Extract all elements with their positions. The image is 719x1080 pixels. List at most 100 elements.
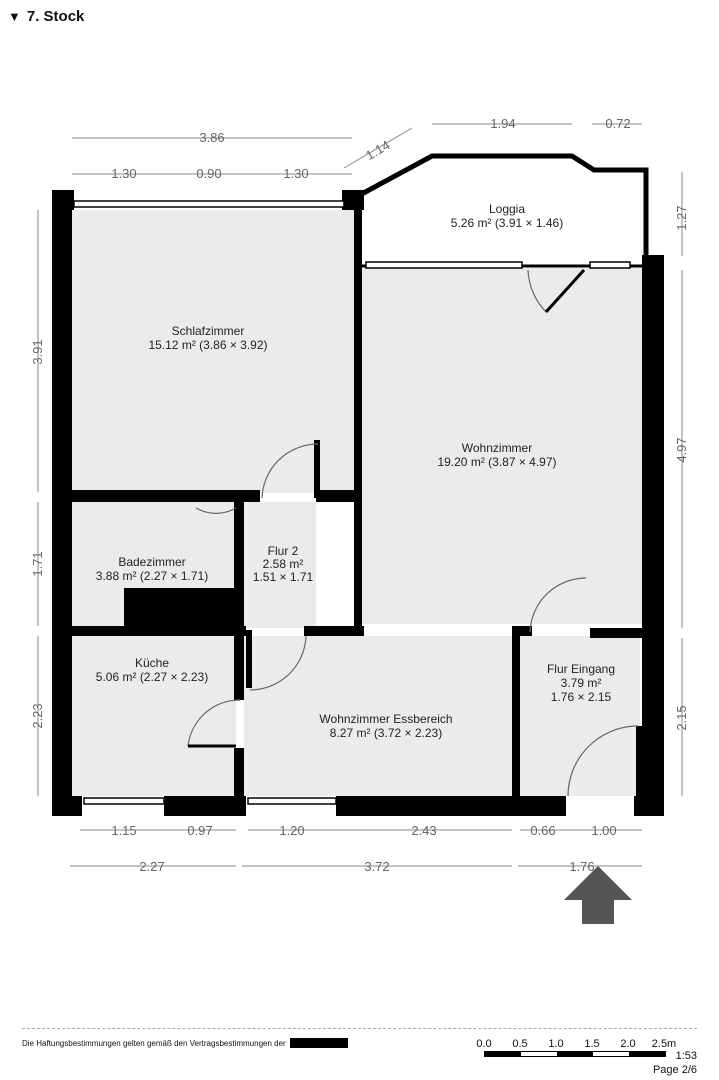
bathtub xyxy=(124,588,234,626)
room-area-badezimmer: 3.88 m² (2.27 × 1.71) xyxy=(96,569,208,583)
room-name-badezimmer: Badezimmer xyxy=(118,555,185,569)
room-name-flur-eingang: Flur Eingang xyxy=(547,662,615,676)
dim-bottom-total-c: 1.76 xyxy=(569,859,594,874)
room-dims-flur2: 1.51 × 1.71 xyxy=(253,570,314,584)
wall-bottom-left xyxy=(52,796,82,816)
wall-kueche-right xyxy=(234,636,244,700)
wall-flur-eingang-left xyxy=(512,636,520,796)
wall-right-outer xyxy=(642,255,664,815)
dim-bottom-d: 2.43 xyxy=(411,823,436,838)
door-arc-kueche xyxy=(249,635,307,691)
room-name-kueche: Küche xyxy=(135,656,169,670)
loggia-outline xyxy=(356,153,649,255)
room-name-wohnzimmer: Wohnzimmer xyxy=(462,441,532,455)
window-wohnzimmer-b xyxy=(589,261,631,269)
floor-flur-eingang xyxy=(520,636,640,796)
room-area-loggia: 5.26 m² (3.91 × 1.46) xyxy=(451,216,563,230)
dim-bottom-total-a: 2.27 xyxy=(139,859,164,874)
room-area-flur2: 2.58 m² xyxy=(263,557,304,571)
wall-corner-tl xyxy=(52,190,74,210)
scale-bar-graphic xyxy=(484,1051,666,1057)
room-name-essbereich: Wohnzimmer Essbereich xyxy=(319,712,452,726)
walls xyxy=(52,190,664,816)
scale-label-5: 2.5m xyxy=(651,1038,677,1050)
page-number: Page 2/6 xyxy=(652,1064,697,1076)
floor-section-header[interactable]: ▼ 7. Stock xyxy=(8,8,84,25)
dim-top-c: 1.30 xyxy=(283,166,308,181)
dim-top-total: 3.86 xyxy=(199,130,224,145)
floor-kueche xyxy=(70,636,236,796)
scale-label-3: 1.5 xyxy=(584,1038,600,1050)
door-arc-loggia xyxy=(527,269,547,313)
door-leaf-kueche xyxy=(246,630,252,688)
wall-bottom-kueche xyxy=(164,796,246,816)
room-area-wohnzimmer: 19.20 m² (3.87 × 4.97) xyxy=(437,455,556,469)
scale-bar: 0.0 0.5 1.0 1.5 2.0 2.5m xyxy=(476,1038,678,1057)
room-area-kueche: 5.06 m² (2.27 × 2.23) xyxy=(96,670,208,684)
room-area-schlafzimmer: 15.12 m² (3.86 × 3.92) xyxy=(148,338,267,352)
collapse-triangle-icon[interactable]: ▼ xyxy=(8,9,21,24)
dim-diagonal: 1.14 xyxy=(363,137,392,163)
window-kueche xyxy=(83,797,165,805)
floor-schlafzimmer xyxy=(72,210,354,493)
wall-kueche-top xyxy=(52,626,246,636)
scale-label-4: 2.0 xyxy=(620,1038,636,1050)
dim-loggia-b: 0.72 xyxy=(605,116,630,131)
dim-right-a: 1.27 xyxy=(674,205,689,230)
door-leaf-entrance xyxy=(636,726,642,796)
wall-bottom-right xyxy=(634,796,664,816)
dim-bottom-a: 1.15 xyxy=(111,823,136,838)
scale-label-1: 0.5 xyxy=(512,1038,528,1050)
dim-bottom-f: 1.00 xyxy=(591,823,616,838)
dim-bottom-c: 1.20 xyxy=(279,823,304,838)
door-arc-flur2 xyxy=(261,443,319,499)
room-name-flur2: Flur 2 xyxy=(268,544,299,558)
scale-label-2: 1.0 xyxy=(548,1038,564,1050)
scale-ratio: 1:53 xyxy=(675,1050,697,1062)
dim-bottom-total-b: 3.72 xyxy=(364,859,389,874)
door-arc-entrance xyxy=(567,725,639,797)
dim-loggia-a: 1.94 xyxy=(490,116,515,131)
dim-right-c: 2.15 xyxy=(674,705,689,730)
wall-flur-top xyxy=(316,490,356,502)
door-swings xyxy=(187,268,639,797)
wall-flur-eingang-top xyxy=(590,628,650,638)
wall-center-vertical xyxy=(354,200,362,630)
room-area-flur-eingang: 3.79 m² xyxy=(561,676,602,690)
door-leaf-flur2 xyxy=(314,440,320,498)
entrance-arrow-icon xyxy=(564,866,632,924)
room-dims-flur-eingang: 1.76 × 2.15 xyxy=(551,690,612,704)
windows xyxy=(73,200,631,805)
wall-kueche-right-lower xyxy=(234,748,244,796)
dim-left-b: 1.71 xyxy=(30,551,45,576)
room-area-essbereich: 8.27 m² (3.72 × 2.23) xyxy=(330,726,442,740)
scale-label-0: 0.0 xyxy=(476,1038,492,1050)
room-name-loggia: Loggia xyxy=(489,202,525,216)
wall-ess-top-right xyxy=(512,626,532,636)
floor-wohnzimmer xyxy=(362,268,642,624)
floor-plan: Loggia 5.26 m² (3.91 × 1.46) Schlafzimme… xyxy=(30,116,689,924)
door-arc-ess xyxy=(187,699,241,747)
dim-left-c: 2.23 xyxy=(30,703,45,728)
dim-bottom-b: 0.97 xyxy=(187,823,212,838)
wall-bad-top xyxy=(52,490,260,502)
room-name-schlafzimmer: Schlafzimmer xyxy=(172,324,245,338)
wall-bad-right xyxy=(234,502,244,627)
floor-flur2 xyxy=(244,502,316,628)
door-arc-bad xyxy=(195,507,237,514)
door-arc-flur-eingang xyxy=(529,577,587,633)
window-essbereich xyxy=(247,797,337,805)
dim-left-a: 3.91 xyxy=(30,339,45,364)
window-schlafzimmer xyxy=(73,200,345,208)
door-leaf-loggia xyxy=(544,268,586,314)
floor-essbereich xyxy=(244,636,512,796)
footer-divider xyxy=(22,1028,697,1029)
dim-bottom-e: 0.66 xyxy=(530,823,555,838)
disclaimer-text: Die Haftungsbestimmungen gelten gemäß de… xyxy=(22,1038,286,1048)
dimension-lines xyxy=(37,123,683,867)
window-wohnzimmer-a xyxy=(365,261,523,269)
floor-title: 7. Stock xyxy=(26,8,85,25)
wall-bottom-ess xyxy=(336,796,566,816)
dim-top-a: 1.30 xyxy=(111,166,136,181)
redacted-block xyxy=(289,1038,348,1048)
